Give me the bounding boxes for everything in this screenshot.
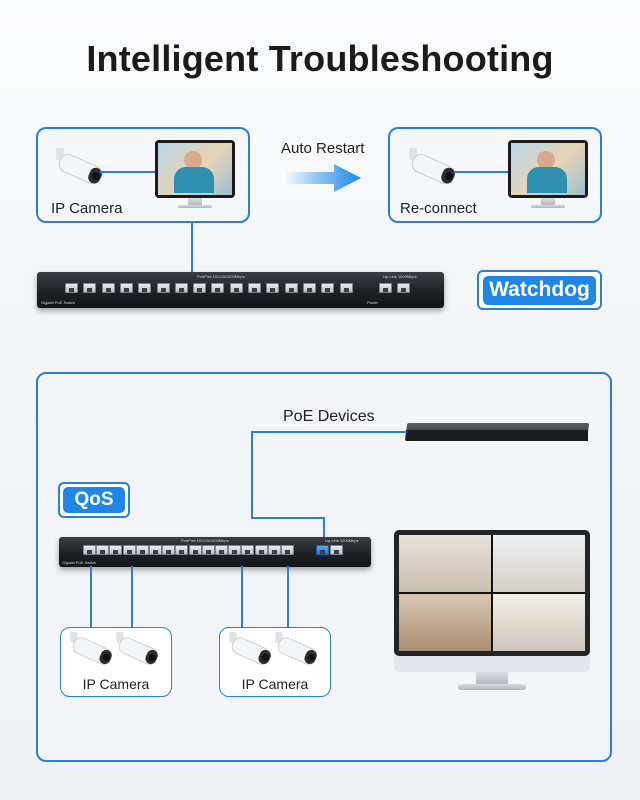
switch-port xyxy=(96,545,109,555)
uplink-port xyxy=(379,283,392,293)
camera-link-line xyxy=(100,171,156,173)
camera-wire xyxy=(287,566,289,628)
monitor-chin xyxy=(394,656,590,672)
uplink-port xyxy=(397,283,410,293)
switch-port xyxy=(136,545,149,555)
monitor-icon xyxy=(508,140,588,198)
security-camera-icon xyxy=(405,148,461,190)
switch-port xyxy=(211,283,224,293)
camera-wire xyxy=(131,566,133,628)
switch-port xyxy=(241,545,254,555)
network-switch-icon: PoePort 10/100/1000Mbps Up-Link 1000Mbps… xyxy=(59,537,371,567)
switch-port xyxy=(83,283,96,293)
qos-label: QoS xyxy=(63,487,125,513)
switch-port xyxy=(255,545,268,555)
camera-feed-1 xyxy=(399,535,491,592)
qos-badge: QoS xyxy=(58,482,130,518)
poe-devices-label: PoE Devices xyxy=(283,408,375,426)
ip-camera-group-1-label: IP Camera xyxy=(60,676,172,692)
switch-port xyxy=(193,283,206,293)
camera-wire xyxy=(241,566,243,628)
switch-port xyxy=(123,545,136,555)
switch-port xyxy=(285,283,298,293)
poe-device-wire-vertical xyxy=(251,431,253,519)
switch-port xyxy=(303,283,316,293)
arrow-right-icon xyxy=(282,163,362,193)
uplink-port xyxy=(330,545,343,555)
monitor-icon xyxy=(394,530,590,656)
nvr-device-front xyxy=(406,430,588,441)
monitor-base xyxy=(531,205,565,208)
security-camera-icon xyxy=(225,632,277,670)
ip-camera-group-2-label: IP Camera xyxy=(219,676,331,692)
monitor-icon xyxy=(155,140,235,198)
switch-port xyxy=(102,283,115,293)
switch-port xyxy=(157,283,170,293)
switch-port xyxy=(281,545,294,555)
switch-port xyxy=(228,545,241,555)
monitor-base xyxy=(458,684,526,690)
security-camera-icon xyxy=(66,632,118,670)
switch-port xyxy=(248,283,261,293)
switch-port xyxy=(149,545,162,555)
camera-link-line xyxy=(454,171,510,173)
switch-port xyxy=(202,545,215,555)
uplink-port xyxy=(316,545,329,555)
camera-feed-2 xyxy=(493,535,585,592)
camera-feed-3 xyxy=(399,594,491,651)
switch-port xyxy=(175,283,188,293)
switch-port xyxy=(120,283,133,293)
watchdog-label: Watchdog xyxy=(483,276,596,305)
switch-port xyxy=(175,545,188,555)
switch-port xyxy=(230,283,243,293)
security-camera-icon xyxy=(112,632,164,670)
switch-port xyxy=(215,545,228,555)
poe-device-wire xyxy=(251,431,407,433)
monitor-base xyxy=(178,205,212,208)
page-title: Intelligent Troubleshooting xyxy=(0,38,640,80)
watchdog-badge: Watchdog xyxy=(477,270,602,310)
camera-feed-4 xyxy=(493,594,585,651)
reconnect-label: Re-connect xyxy=(400,200,477,217)
security-camera-icon xyxy=(52,148,108,190)
switch-port xyxy=(109,545,122,555)
switch-port xyxy=(266,283,279,293)
security-camera-icon xyxy=(271,632,323,670)
poe-device-wire-horizontal xyxy=(251,517,325,519)
uplink-wire xyxy=(191,222,193,272)
switch-port xyxy=(268,545,281,555)
switch-port xyxy=(65,283,78,293)
switch-port xyxy=(321,283,334,293)
network-switch-icon: PoePort 10/100/1000Mbps Up-Link 1000Mbps… xyxy=(37,272,444,308)
switch-port xyxy=(162,545,175,555)
switch-port xyxy=(189,545,202,555)
switch-port xyxy=(340,283,353,293)
switch-port xyxy=(138,283,151,293)
ip-camera-label: IP Camera xyxy=(51,200,122,217)
camera-wire xyxy=(90,566,92,628)
switch-port xyxy=(83,545,96,555)
auto-restart-label: Auto Restart xyxy=(281,140,364,157)
